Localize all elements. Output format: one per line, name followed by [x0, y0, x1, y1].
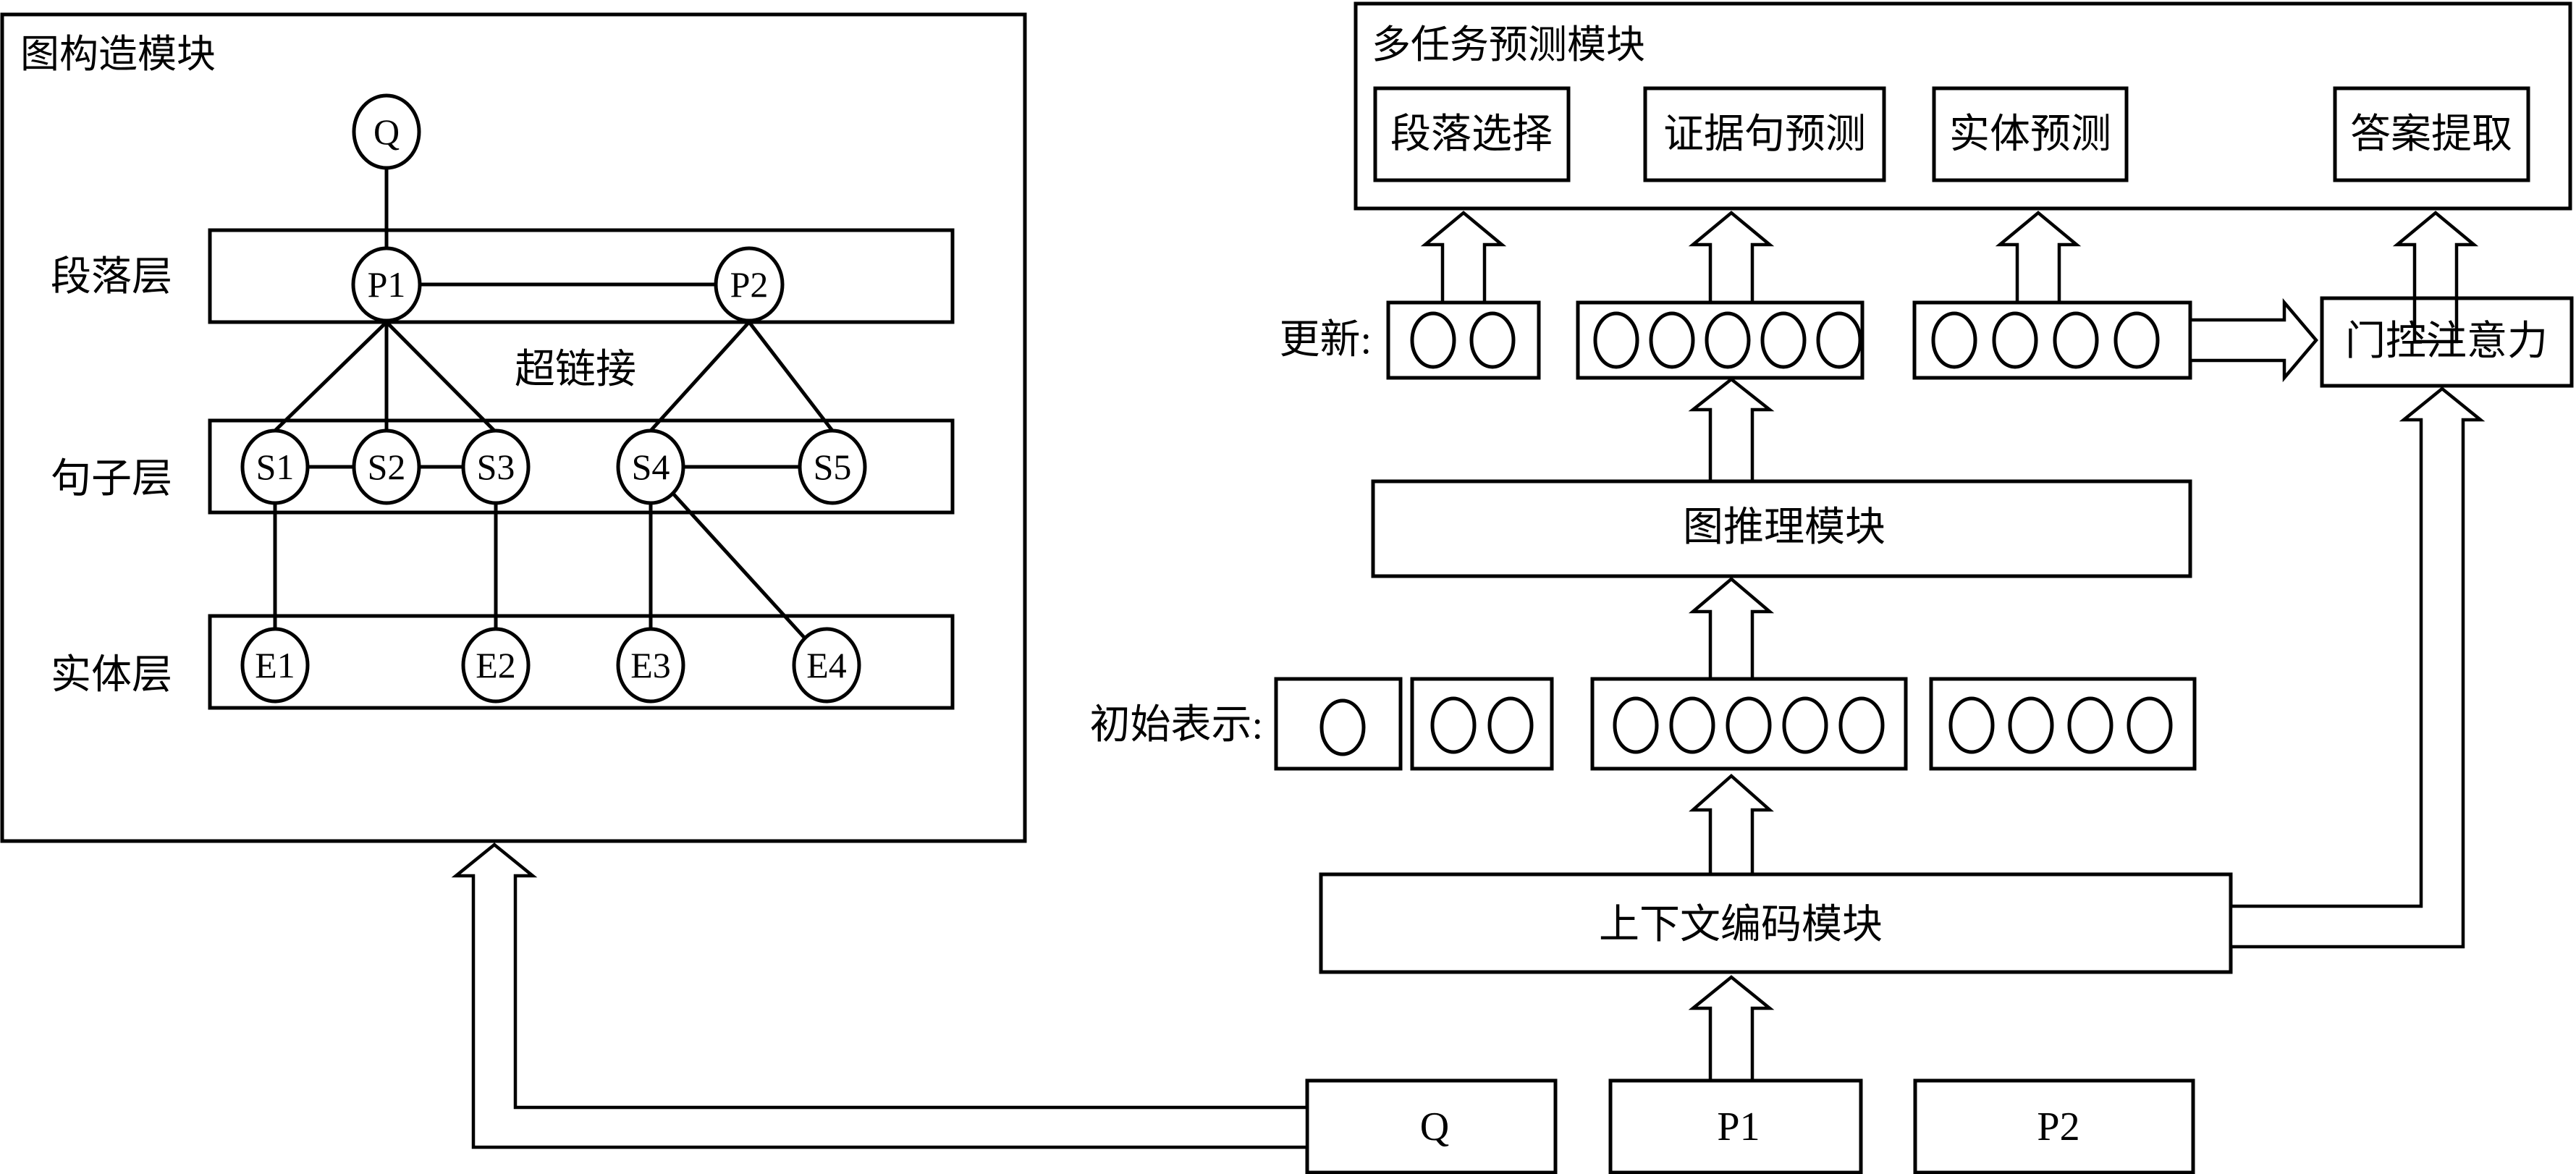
- graph-node-s5: S5: [798, 428, 867, 505]
- svg-text:Q: Q: [1420, 1105, 1449, 1149]
- svg-text:P2: P2: [730, 264, 769, 305]
- sentence-layer-label: 句子层: [51, 457, 172, 502]
- edge-p1-s3: [385, 321, 496, 432]
- initial-representation-label: 初始表示:: [1089, 703, 1263, 748]
- arrow-question-to-graph-construction: [451, 843, 1309, 1149]
- graph-node-e3: E3: [616, 627, 685, 704]
- hyperlink-label: 超链接: [515, 347, 636, 392]
- up-arrow-to-paragraph-selection: [1420, 211, 1507, 305]
- graph-node-q: Q: [352, 93, 421, 170]
- svg-text:P1: P1: [368, 264, 406, 305]
- arrow-context-to-gated-attention: [2229, 387, 2486, 949]
- task-paragraph-selection: 段落选择: [1373, 86, 1571, 182]
- paragraph-layer-band: [208, 228, 955, 324]
- task-entity-prediction: 实体预测: [1932, 86, 2129, 182]
- input-question: Q: [1305, 1078, 1558, 1174]
- svg-text:E4: E4: [806, 645, 847, 685]
- initial-entity-vector: [1929, 677, 2197, 771]
- svg-text:答案提取: 答案提取: [2350, 112, 2512, 157]
- updated-sentence-vector: [1576, 300, 1865, 380]
- graph-node-p1: P1: [351, 246, 422, 323]
- edge-p1-s1: [274, 321, 388, 432]
- graph-construction-module-title: 图构造模块: [20, 33, 216, 76]
- svg-text:Q: Q: [373, 111, 400, 152]
- svg-text:上下文编码模块: 上下文编码模块: [1599, 903, 1883, 947]
- graph-node-p2: P2: [714, 246, 785, 323]
- svg-text:P1: P1: [1717, 1105, 1760, 1149]
- entity-layer-label: 实体层: [51, 653, 172, 698]
- svg-text:E3: E3: [630, 645, 671, 685]
- graph-node-s3: S3: [461, 428, 531, 505]
- paragraph-layer-label: 段落层: [51, 255, 172, 300]
- svg-text:段落选择: 段落选择: [1390, 112, 1553, 157]
- graph-node-e4: E4: [792, 627, 861, 704]
- graph-reasoning-module: 图推理模块: [1371, 479, 2192, 578]
- initial-paragraph-vector: [1410, 677, 1554, 771]
- svg-text:S2: S2: [368, 447, 406, 487]
- up-arrow-to-entity-prediction: [1995, 211, 2082, 305]
- right-arrow-to-gated-attention: [2188, 297, 2318, 383]
- up-arrow-to-graph-reasoning: [1688, 577, 1775, 681]
- context-encoding-module: 上下文编码模块: [1319, 872, 2233, 974]
- edge-p2-s4: [649, 321, 751, 432]
- up-arrow-to-initial-representation: [1689, 773, 1774, 877]
- svg-text:E1: E1: [255, 645, 295, 685]
- initial-question-vector: [1274, 677, 1403, 771]
- svg-text:S1: S1: [256, 447, 295, 487]
- updated-paragraph-vector: [1386, 300, 1541, 380]
- edge-s4-e4: [672, 492, 808, 642]
- graph-edges: [273, 166, 834, 642]
- multitask-prediction-module-title: 多任务预测模块: [1372, 23, 1645, 67]
- graph-node-e2: E2: [461, 627, 531, 704]
- svg-text:S5: S5: [814, 447, 852, 487]
- svg-text:S3: S3: [477, 447, 515, 487]
- task-evidence-prediction: 证据句预测: [1643, 86, 1886, 182]
- up-arrow-to-context-encoding: [1688, 975, 1775, 1083]
- input-paragraph-1: P1: [1608, 1078, 1863, 1174]
- graph-construction-module-frame: [0, 12, 1027, 843]
- graph-node-e1: E1: [240, 627, 310, 704]
- up-arrow-to-updated-vectors: [1688, 377, 1775, 483]
- multitask-prediction-module-frame: [1354, 1, 2572, 211]
- svg-text:证据句预测: 证据句预测: [1663, 112, 1866, 157]
- task-answer-extraction: 答案提取: [2333, 86, 2530, 182]
- input-paragraph-2: P2: [1913, 1078, 2195, 1174]
- edge-p2-s5: [748, 321, 834, 432]
- svg-text:S4: S4: [632, 447, 670, 487]
- gated-attention-box: 门控注意力: [2320, 296, 2574, 388]
- svg-text:门控注意力: 门控注意力: [2345, 319, 2548, 364]
- update-label: 更新:: [1279, 318, 1372, 363]
- initial-sentence-vector: [1590, 677, 1908, 771]
- up-arrow-to-answer-extraction: [2392, 211, 2479, 344]
- graph-node-s1: S1: [240, 428, 310, 505]
- svg-text:实体预测: 实体预测: [1949, 112, 2111, 157]
- svg-text:E2: E2: [476, 645, 516, 685]
- up-arrow-to-evidence-prediction: [1688, 211, 1775, 305]
- sentence-layer-band: [208, 418, 955, 515]
- graph-node-s2: S2: [352, 428, 421, 505]
- svg-text:P2: P2: [2037, 1105, 2079, 1149]
- updated-entity-vector: [1912, 300, 2192, 380]
- graph-node-s4: S4: [616, 428, 685, 505]
- entity-layer-band: [208, 614, 955, 710]
- svg-text:图推理模块: 图推理模块: [1683, 505, 1885, 550]
